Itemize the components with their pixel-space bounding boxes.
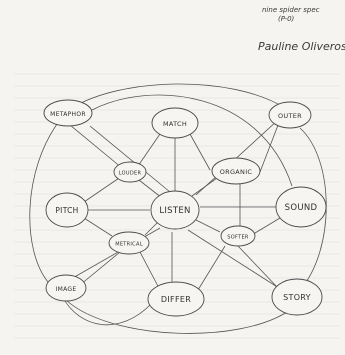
header-note-line2: (P-0): [278, 15, 295, 23]
node-label-listen: LISTEN: [159, 206, 190, 216]
node-image: IMAGE: [45, 274, 87, 302]
node-outer: OUTER: [268, 101, 312, 129]
node-differ: DIFFER: [147, 281, 205, 317]
node-match: MATCH: [151, 107, 199, 139]
node-label-image: IMAGE: [56, 286, 77, 293]
node-organic: ORGANIC: [211, 157, 261, 185]
node-story: STORY: [271, 278, 323, 316]
node-label-organic: ORGANIC: [220, 168, 253, 176]
node-metrical: METRICAL: [108, 231, 150, 255]
node-label-sound: SOUND: [285, 203, 318, 213]
node-metaphor: METAPHOR: [43, 99, 93, 127]
node-label-metrical: METRICAL: [115, 242, 143, 248]
node-label-softer: SOFTER: [227, 235, 249, 241]
node-label-story: STORY: [283, 293, 311, 302]
node-label-metaphor: METAPHOR: [50, 111, 86, 118]
node-label-differ: DIFFER: [161, 295, 191, 304]
node-label-pitch: PITCH: [55, 206, 78, 215]
header-note-line1: nine spider spec: [262, 6, 320, 14]
node-sound: SOUND: [275, 186, 327, 228]
connection-lines: [29, 83, 327, 334]
node-label-match: MATCH: [163, 120, 187, 128]
node-label-outer: OUTER: [278, 112, 302, 120]
node-pitch: PITCH: [45, 192, 89, 228]
node-label-louder: LOUDER: [119, 171, 142, 177]
node-louder: LOUDER: [113, 161, 147, 183]
signature: Pauline Oliveros: [258, 40, 345, 53]
node-listen: LISTEN: [150, 190, 200, 230]
node-softer: SOFTER: [220, 225, 256, 247]
